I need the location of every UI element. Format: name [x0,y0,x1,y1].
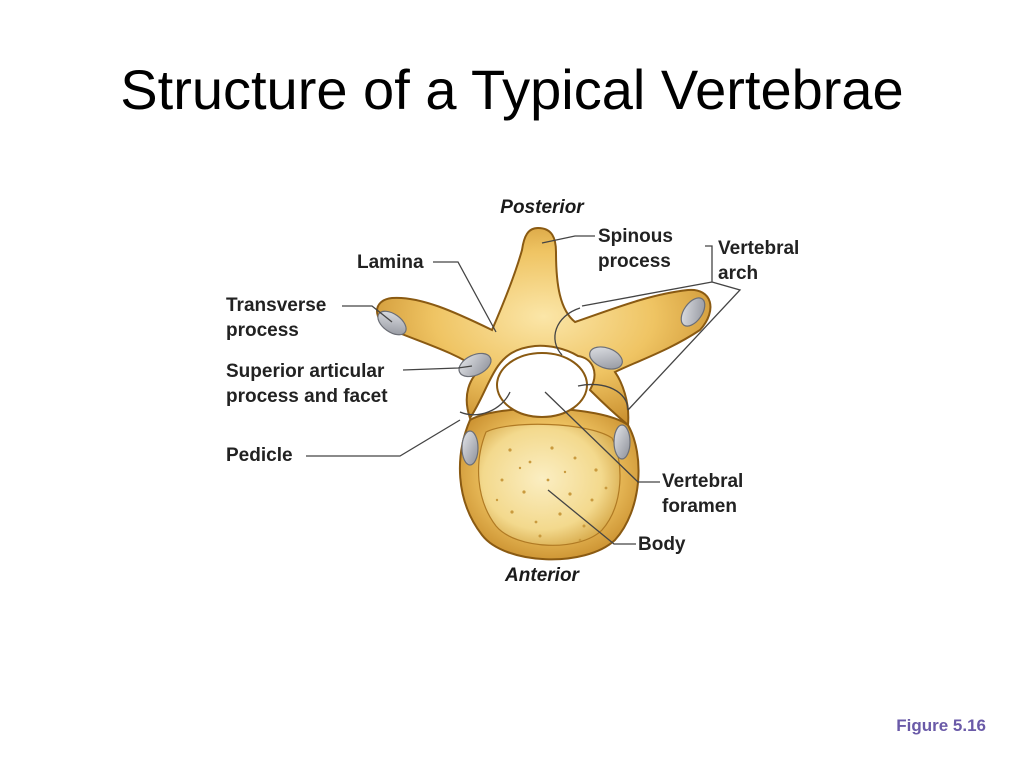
label-vertebral-arch-line1: Vertebral [718,238,799,259]
leader-transverse [342,305,393,323]
label-vertebral-arch-line2: arch [718,263,758,284]
body-texture-dots [495,446,608,542]
label-transverse-line2: process [226,320,299,341]
leader-superior [402,365,473,371]
leader-pedicle [306,419,461,457]
superior-facet-right [589,346,623,370]
superior-facet-left [458,352,492,378]
leader-body [547,489,636,545]
leader-lines [306,235,742,545]
arch-bracket-left [554,307,581,356]
leader-spinous [541,235,595,244]
label-spinous-line1: Spinous [598,226,673,247]
label-superior-line2: process and facet [226,386,388,407]
vertebral-foramen-hole [496,352,588,418]
inferior-facet-left [461,430,479,466]
pedicle-bracket [459,391,511,416]
leader-lamina [433,261,497,333]
leader-vertebral-arch-2 [581,281,713,307]
slide-title: Structure of a Typical Vertebrae [120,58,904,121]
leader-foramen [544,391,660,483]
arch-bracket-right [577,383,629,411]
figure-reference: Figure 5.16 [896,716,986,735]
label-foramen-line1: Vertebral [662,471,743,492]
transverse-facet-right [680,297,706,327]
label-transverse-line1: Transverse [226,295,326,316]
label-superior-line1: Superior articular [226,361,385,382]
label-body: Body [638,534,686,555]
inferior-facet-right [613,424,631,460]
orientation-anterior: Anterior [504,565,581,586]
orientation-posterior: Posterior [500,197,585,218]
label-spinous-line2: process [598,251,671,272]
body-cancellous-surface [478,423,621,546]
label-lamina: Lamina [357,252,424,273]
label-pedicle: Pedicle [226,445,293,466]
vertebra-illustration [376,226,712,561]
label-foramen-line2: foramen [662,496,737,517]
vertebral-arch [376,226,712,427]
